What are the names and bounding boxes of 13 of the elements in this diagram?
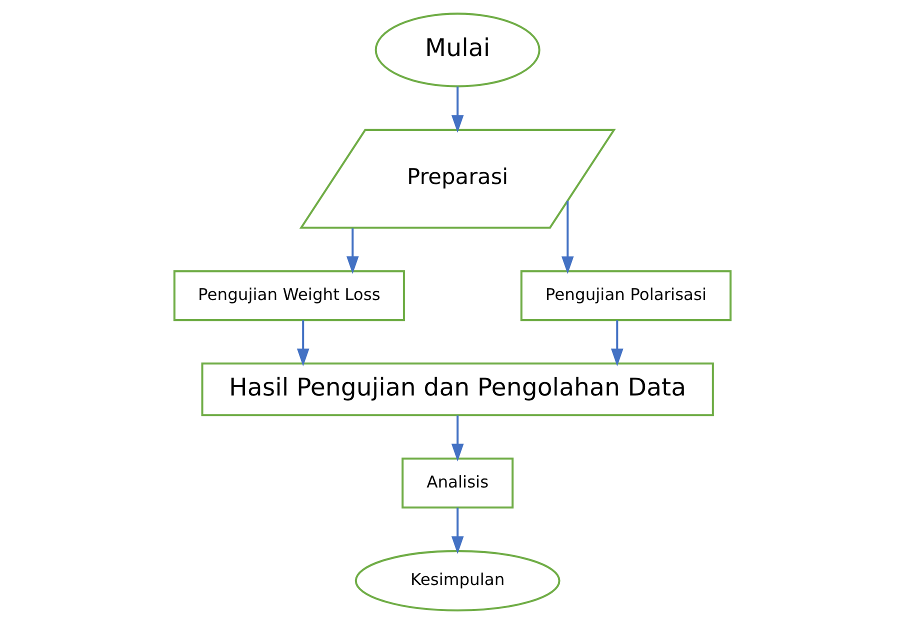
node-box: Hasil Pengujian dan Pengolahan Data [201,362,714,416]
arrow [296,320,310,366]
arrow [451,415,464,462]
node-box: Pengujian Polarisasi [520,270,732,322]
arrow [451,508,464,554]
node-box: Analisis [402,458,514,509]
arrow [451,86,464,133]
node-ellipse: Mulai [374,12,540,88]
arrow [561,200,574,274]
node-box: Pengujian Weight Loss [173,270,405,322]
arrow [346,228,359,274]
node-ellipse: Kesimpulan [354,550,560,612]
arrow [610,320,624,366]
